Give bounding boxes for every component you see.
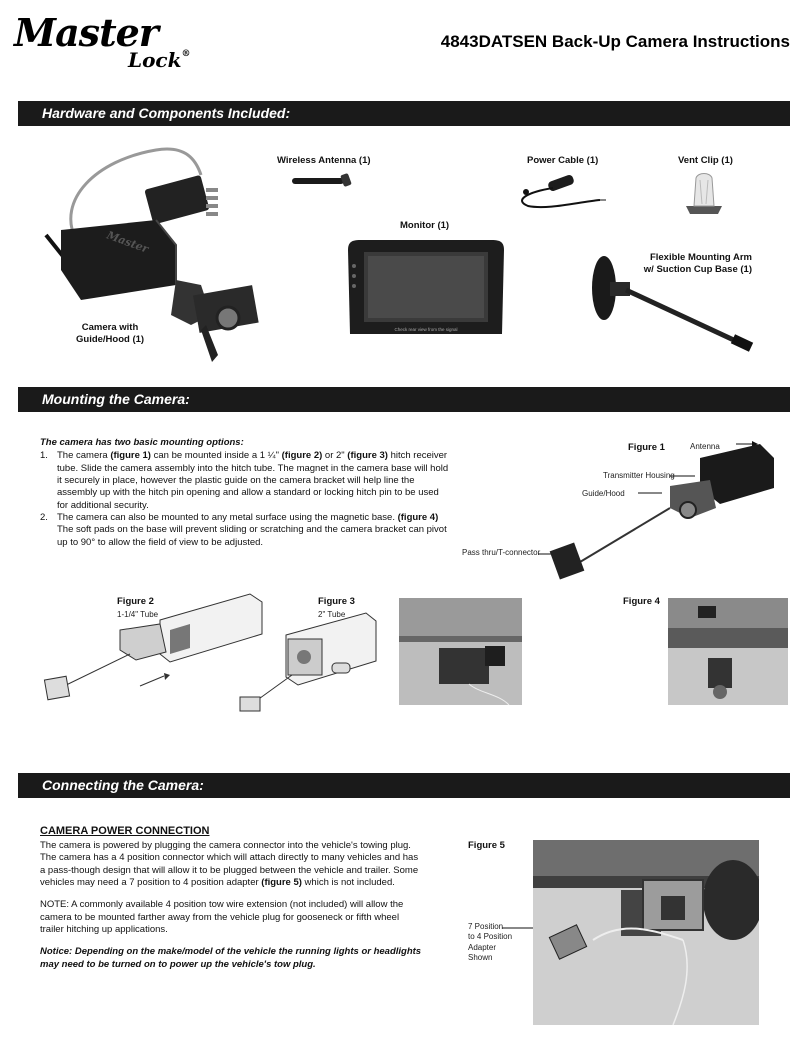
power-paragraph-note: NOTE: A commonly available 4 position to… [40,899,404,936]
fig1-callout-housing: Transmitter Housing [603,471,675,480]
list-number: 1. [40,450,48,462]
fig5-callout-line3: Adapter [468,942,497,952]
brand-logo: Master [14,14,159,52]
label-arm-line1: Flexible Mounting Arm [649,252,752,263]
label-antenna: Wireless Antenna (1) [277,155,371,166]
document-title: 4843DATSEN Back-Up Camera Instructions [440,32,790,51]
label-camera: Camera with Guide/Hood (1) [76,322,144,346]
figure-5-photo [533,840,759,1025]
figure-1-label: Figure 1 [628,442,665,453]
power-paragraph-notice: Notice: Depending on the make/model of t… [40,946,422,970]
figure-5-label: Figure 5 [468,840,505,851]
registered-mark: ® [181,49,191,59]
label-power-cable: Power Cable (1) [527,155,599,166]
label-vent-clip: Vent Clip (1) [678,155,733,166]
p1-ref-fig5: (figure 5) [261,877,302,889]
item1-text-a: The camera [57,450,111,462]
figure-3-illustration [239,612,377,712]
mounting-list: 1. The camera (figure 1) can be mounted … [40,450,450,549]
power-connection-heading: CAMERA POWER CONNECTION [40,825,210,837]
figure-3-sub: 2" Tube [318,610,346,619]
item2-text-a: The camera can also be mounted to any me… [57,512,398,524]
power-paragraph-1: The camera is powered by plugging the ca… [40,840,425,889]
figure-4-photo [668,598,788,705]
list-item: 1. The camera (figure 1) can be mounted … [40,450,450,512]
item1-text-g: hitch receiver tube. Slide the camera as… [57,450,449,511]
figure-3-label: Figure 3 [318,596,355,607]
logo-text-lock: Lock [128,48,182,72]
item1-text-e: or 2" [322,450,348,462]
power-cable-illustration [521,174,606,209]
fig5-callout: 7 Position to 4 Position Adapter Shown [468,922,512,964]
fig1-callout-antenna: Antenna [690,442,720,451]
antenna-illustration [292,173,352,187]
fig5-callout-line4: Shown [468,953,493,963]
connecting-text: CAMERA POWER CONNECTION The camera is po… [40,825,425,971]
fig1-callout-guide: Guide/Hood [582,489,625,498]
figure-2-illustration [43,593,263,701]
item1-ref-fig2: (figure 2) [281,450,323,462]
figure-1-illustration [538,441,774,580]
item1-ref-fig1: (figure 1) [110,450,151,462]
label-monitor: Monitor (1) [400,220,450,231]
p1-text-c: which is not included. [301,877,395,889]
label-arm-line2: w/ Suction Cup Base (1) [643,263,752,275]
section-bar-mounting: Mounting the Camera: [18,387,790,412]
mounting-arm-illustration [592,256,754,352]
monitor-illustration: Check rear view from the signal [348,240,504,334]
camera-illustration: Master [44,147,259,362]
p1-text-a: The camera is powered by plugging the ca… [40,840,419,889]
item2-text-c: The soft pads on the base will prevent s… [57,524,447,548]
section-bar-connecting: Connecting the Camera: [18,773,790,798]
hitch-photo [399,598,522,705]
logo-text-master: Master [14,10,159,55]
figure-2-sub: 1-1/4" Tube [117,610,159,619]
list-item: 2. The camera can also be mounted to any… [40,512,450,549]
figure-4-label: Figure 4 [623,596,660,607]
label-camera-line1: Camera with [81,322,139,333]
mounting-intro: The camera has two basic mounting option… [40,437,244,448]
fig1-callout-pass-thru: Pass thru/T-connector [462,548,541,557]
item2-ref-fig4: (figure 4) [397,512,439,524]
item1-text-c: can be mounted inside a 1 ¼" [150,450,282,462]
fig5-callout-line2: to 4 Position [468,932,513,942]
item1-ref-fig3: (figure 3) [347,450,388,462]
label-mounting-arm: Flexible Mounting Arm w/ Suction Cup Bas… [636,252,752,276]
mounting-text: The camera has two basic mounting option… [40,437,450,549]
label-camera-line2: Guide/Hood (1) [76,333,145,345]
section-bar-hardware: Hardware and Components Included: [18,101,790,126]
monitor-caption: Check rear view from the signal [394,327,457,332]
brand-logo-lock: Lock® [128,48,191,72]
list-number: 2. [40,512,48,524]
figure-2-label: Figure 2 [117,596,154,607]
vent-clip-illustration [686,173,722,214]
fig5-callout-line1: 7 Position [468,922,504,931]
